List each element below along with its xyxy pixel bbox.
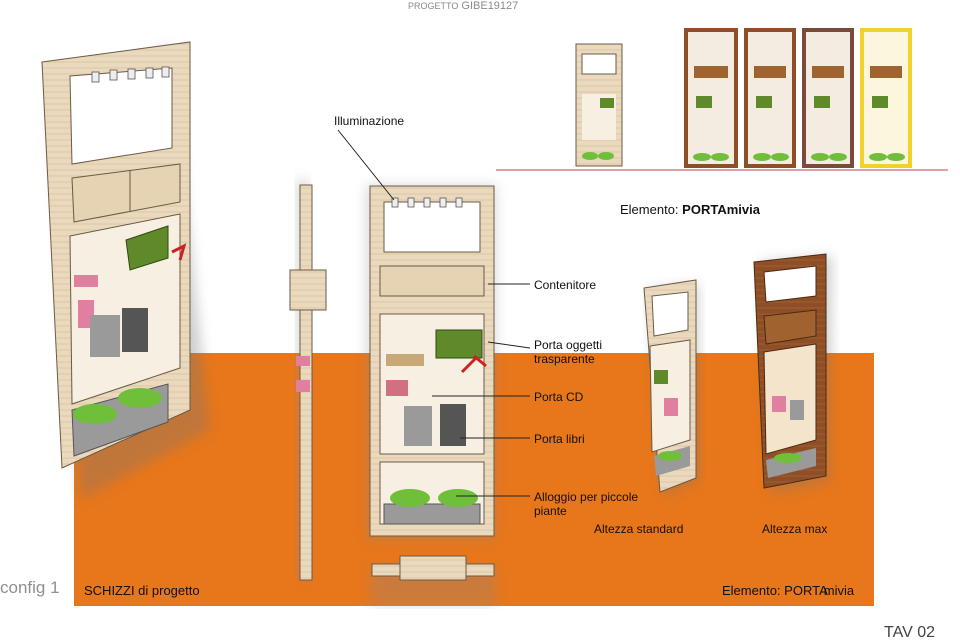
- variant-brown-1: [684, 28, 738, 168]
- footer-element-title: Elemento: PORTAmivia: [722, 583, 854, 598]
- label-contenitore: Contenitore: [534, 278, 597, 292]
- footer-element-name-b: mivia: [823, 583, 855, 598]
- label-piante: piante: [534, 504, 567, 518]
- side-profile-sketch: [289, 180, 327, 581]
- project-code: GIBE19127: [461, 0, 519, 12]
- label-altezza-max: Altezza max: [762, 522, 828, 536]
- sheet-number: TAV 02: [884, 624, 935, 641]
- perspective-sketch-left: [41, 41, 210, 500]
- project-header: PROGETTO GIBE19127: [408, 0, 518, 12]
- element-title: Elemento: PORTAmivia: [620, 202, 760, 217]
- project-prefix: PROGETTO: [408, 1, 459, 11]
- footer-element-name-a: PORTA: [784, 583, 828, 598]
- standard-height-sketch: [643, 279, 700, 496]
- label-alloggio: Alloggio per piccole: [534, 490, 639, 504]
- label-porta-libri: Porta libri: [534, 432, 585, 446]
- label-porta-oggetti: Porta oggetti: [534, 338, 603, 352]
- element-title-name: PORTAmivia: [682, 202, 760, 217]
- variant-yellow: [860, 28, 912, 168]
- color-variants-strip: [496, 28, 948, 171]
- variant-brown-2: [744, 28, 796, 168]
- label-trasparente: trasparente: [534, 352, 595, 366]
- label-altezza-standard: Altezza standard: [594, 522, 684, 536]
- footer-element-prefix: Elemento:: [722, 583, 781, 598]
- label-illuminazione: Illuminazione: [334, 114, 405, 128]
- variant-light: [575, 43, 623, 167]
- variant-brown-3: [802, 28, 854, 168]
- plan-section-sketch: [370, 555, 496, 605]
- max-height-sketch: [753, 253, 832, 494]
- leader-lines: [337, 129, 531, 497]
- element-title-prefix: Elemento:: [620, 202, 679, 217]
- front-elevation-sketch: [366, 185, 496, 540]
- schizzi-label: SCHIZZI di progetto: [84, 583, 200, 598]
- label-porta-cd: Porta CD: [534, 390, 584, 404]
- config-label: config 1: [0, 578, 60, 597]
